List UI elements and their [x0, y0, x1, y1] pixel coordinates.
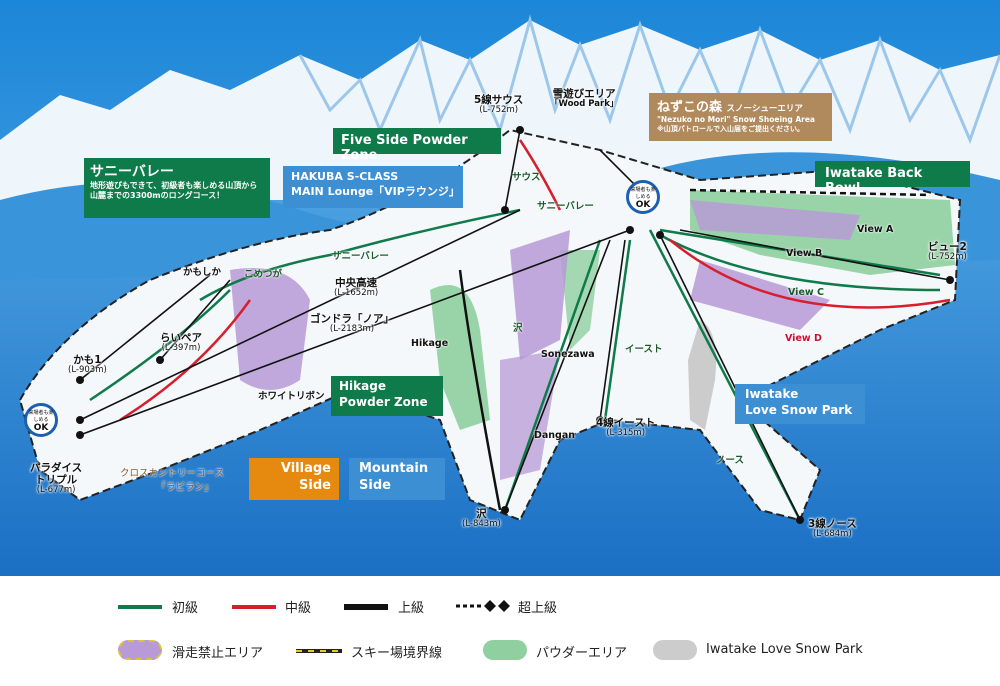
- mountain-side-line2: Side: [359, 477, 391, 493]
- lift-rai-pair: らいペア(L-397m): [160, 332, 202, 354]
- vip-lounge-box: HAKUBA S-CLASS MAIN Lounge「VIPラウンジ」: [283, 166, 463, 208]
- run-hikage: Hikage: [411, 338, 449, 349]
- lift-4sen-east: 4線イースト(L-315m): [596, 417, 656, 439]
- ok-badge-base-text: 来場者も楽しめる: [28, 410, 54, 423]
- run-north: ノース: [716, 455, 745, 466]
- run-view-a: View A: [857, 224, 894, 235]
- nezuko-en: "Nezuko no Mori" Snow Shoeing Area: [657, 115, 815, 124]
- map-illustration: [0, 0, 1000, 576]
- legend-boundary-line: [296, 649, 342, 653]
- run-view-d: View D: [785, 333, 822, 344]
- lift-3sen-north: 3線ノース(L-684m): [808, 518, 857, 540]
- run-view-c: View C: [788, 287, 824, 298]
- hikage-zone-line2: Powder Zone: [339, 394, 428, 409]
- village-side-line2: Side: [299, 477, 331, 493]
- legend: 初級 中級 上級 超上級 滑走禁止エリア スキー場境界線 パウダーエリア Iwa…: [0, 576, 1000, 686]
- legend-advanced-line: [344, 604, 388, 610]
- hikage-zone-line1: Hikage: [339, 379, 386, 393]
- nezuko-title: ねずこの森: [657, 100, 723, 115]
- five-side-text: Five Side Powder Zone: [341, 133, 468, 163]
- legend-boundary: スキー場境界線: [351, 646, 443, 661]
- lift-view2: ビュー2(L-752m): [928, 241, 967, 263]
- vip-lounge-line2: MAIN Lounge「VIPラウンジ」: [291, 184, 460, 198]
- mountain-side-line1: Mountain: [359, 461, 429, 476]
- nezuko-note: ※山頂パトロールで入山届をご提出ください。: [657, 125, 805, 133]
- legend-no-ski-swatch: [118, 640, 162, 660]
- five-side-powder-zone-label: Five Side Powder Zone: [333, 128, 501, 163]
- run-kamoshika: かもしか: [183, 267, 222, 278]
- legend-intermediate-line: [232, 605, 276, 609]
- lift-chuo-kousoku: 中央高速(L-1652m): [334, 277, 379, 299]
- love-snow-park-box: Iwatake Love Snow Park: [735, 384, 865, 424]
- legend-intermediate: 中級: [285, 601, 312, 616]
- ok-badge-top-ok: OK: [635, 200, 651, 210]
- village-side-line1: Village: [280, 461, 331, 476]
- run-sawa: 沢: [513, 323, 523, 334]
- legend-expert: 超上級: [518, 601, 558, 616]
- lift-5sen-south: 5線サウス(L-752m): [474, 94, 524, 116]
- lift-paradise-triple: パラダイストリプル(L-677m): [30, 462, 83, 496]
- trail-map: Five Side Powder Zone サニーバレー 地形遊びもできて、初級…: [0, 0, 1000, 576]
- love-park-line1: Iwatake: [745, 387, 799, 401]
- vip-lounge-line1: HAKUBA S-CLASS: [291, 170, 399, 183]
- legend-park-swatch: [653, 640, 697, 660]
- sunny-valley-box: サニーバレー 地形遊びもできて、初級者も楽しめる山頂から山麓までの3300mのロ…: [84, 158, 270, 218]
- hikage-powder-zone-box: Hikage Powder Zone: [331, 376, 443, 416]
- wood-park-label: 雪遊びエリア「Wood Park」: [550, 88, 619, 110]
- nezuko-sub: スノーシューエリア: [726, 104, 803, 114]
- run-sonezawa: Sonezawa: [541, 349, 595, 360]
- run-east: イースト: [625, 344, 663, 355]
- sunny-valley-title: サニーバレー: [90, 164, 174, 180]
- village-side-box: Village Side: [249, 458, 339, 500]
- ok-badge-top-text: 来場者も楽しめる: [630, 187, 656, 200]
- run-sunny-valley-lower: サニーバレー: [332, 251, 389, 262]
- run-sunny-valley-upper: サニーバレー: [537, 201, 594, 212]
- run-south: サウス: [512, 172, 541, 183]
- nezuko-forest-box: ねずこの森 スノーシューエリア "Nezuko no Mori" Snow Sh…: [649, 93, 832, 141]
- legend-expert-line: [456, 600, 510, 612]
- lift-gondola-noah: ゴンドラ「ノア」(L-2183m): [310, 313, 394, 335]
- lift-kamo1: かも1(L-903m): [68, 354, 107, 376]
- legend-park: Iwatake Love Snow Park: [706, 642, 863, 657]
- back-bowl-label: Iwatake Back Bowl: [815, 161, 970, 196]
- legend-powder: パウダーエリア: [536, 646, 628, 661]
- run-dangan: Dangan: [534, 430, 576, 441]
- legend-beginner-line: [118, 605, 162, 609]
- run-kometsuga: こめつが: [244, 269, 283, 280]
- back-bowl-text: Iwatake Back Bowl: [825, 166, 923, 196]
- run-white-ribbon: ホワイトリボン: [258, 391, 325, 402]
- ok-badge-base-ok: OK: [33, 423, 49, 433]
- legend-advanced: 上級: [398, 601, 425, 616]
- legend-beginner: 初級: [172, 601, 199, 616]
- lift-sawa: 沢(L-843m): [462, 508, 501, 530]
- love-park-line2: Love Snow Park: [745, 402, 853, 417]
- mountain-side-box: Mountain Side: [349, 458, 445, 500]
- xc-course-label: クロスカントリーコース「ラビラン」: [120, 468, 225, 493]
- legend-no-ski: 滑走禁止エリア: [172, 646, 264, 661]
- run-view-b: View B: [786, 248, 823, 259]
- sunny-valley-desc: 地形遊びもできて、初級者も楽しめる山頂から山麓までの3300mのロングコース！: [90, 181, 258, 201]
- legend-powder-swatch: [483, 640, 527, 660]
